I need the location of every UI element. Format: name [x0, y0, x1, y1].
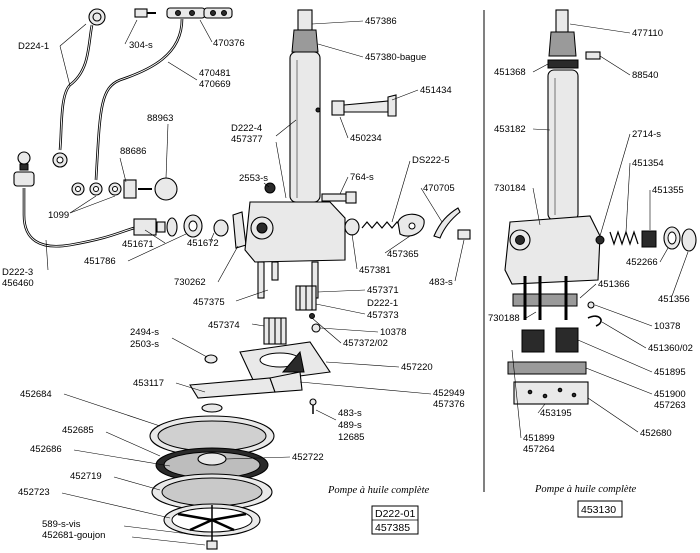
label-457377: 457377 [231, 134, 263, 145]
label-304-s: 304-s [129, 40, 153, 51]
label-457220: 457220 [401, 362, 433, 373]
label-ds222-5: DS222-5 [412, 155, 450, 166]
label-451354: 451354 [632, 158, 664, 169]
label-457375: 457375 [193, 297, 225, 308]
left-box-line-2: 457385 [375, 522, 410, 534]
left-labels: D224-1 304-s 470376 470481 470669 88963 … [2, 16, 465, 541]
label-451786: 451786 [84, 256, 116, 267]
left-pump-graphics [13, 7, 471, 550]
label-457263: 457263 [654, 400, 686, 411]
label-451355: 451355 [652, 185, 684, 196]
label-489-s: 489-s [338, 420, 362, 431]
left-leader-lines [45, 19, 465, 546]
label-451671: 451671 [122, 239, 154, 250]
label-451434: 451434 [420, 85, 452, 96]
label-2494-s: 2494-s [130, 327, 159, 338]
label-451895: 451895 [654, 367, 686, 378]
label-d222-1: D222-1 [367, 298, 398, 309]
label-2503-s: 2503-s [130, 339, 159, 350]
label-453182: 453182 [494, 124, 526, 135]
label-450234: 450234 [350, 133, 382, 144]
label-457376: 457376 [433, 399, 465, 410]
label-451356: 451356 [658, 294, 690, 305]
label-452723: 452723 [18, 487, 50, 498]
label-2553-s: 2553-s [239, 173, 268, 184]
label-451900: 451900 [654, 389, 686, 400]
label-457380-bague: 457380-bague [365, 52, 426, 63]
label-456460: 456460 [2, 278, 34, 289]
label-452684: 452684 [20, 389, 52, 400]
label-453117: 453117 [133, 378, 164, 389]
label-10378-right: 10378 [654, 321, 680, 332]
label-457371: 457371 [367, 285, 399, 296]
label-1099: 1099 [48, 210, 69, 221]
label-477110: 477110 [632, 28, 663, 39]
label-483-s-b: 483-s [338, 408, 362, 419]
label-452685: 452685 [62, 425, 94, 436]
left-box-line-1: D222-01 [375, 508, 415, 520]
right-reference-box: 453130 [577, 500, 623, 518]
label-730184: 730184 [494, 183, 526, 194]
label-470705: 470705 [423, 183, 455, 194]
label-470376: 470376 [213, 38, 245, 49]
label-457381: 457381 [359, 265, 391, 276]
label-483-s-a: 483-s [429, 277, 453, 288]
left-caption: Pompe à huile complète [327, 485, 430, 496]
label-457386: 457386 [365, 16, 397, 27]
label-452680: 452680 [640, 428, 672, 439]
right-box-line-1: 453130 [581, 504, 616, 516]
label-764-s: 764-s [350, 172, 374, 183]
label-d222-4: D222-4 [231, 123, 262, 134]
label-452686: 452686 [30, 444, 62, 455]
label-730188: 730188 [488, 313, 520, 324]
label-451672: 451672 [187, 238, 219, 249]
label-452266: 452266 [626, 257, 658, 268]
label-451368: 451368 [494, 67, 526, 78]
right-caption: Pompe à huile complète [534, 484, 637, 495]
label-451360-02: 451360/02 [648, 343, 693, 354]
label-457372-02: 457372/02 [343, 338, 388, 349]
label-457264: 457264 [523, 444, 555, 455]
label-589-s-vis: 589-s-vis [42, 519, 81, 530]
label-10378-left: 10378 [380, 327, 406, 338]
label-453195: 453195 [540, 408, 572, 419]
right-pump-graphics [504, 9, 697, 405]
label-2714-s: 2714-s [632, 129, 661, 140]
label-452722: 452722 [292, 452, 324, 463]
label-457374: 457374 [208, 320, 240, 331]
label-452681-goujon: 452681-goujon [42, 530, 105, 541]
label-88540: 88540 [632, 70, 658, 81]
label-d224-1: D224-1 [18, 41, 49, 52]
label-88686: 88686 [120, 146, 146, 157]
label-451366: 451366 [598, 279, 630, 290]
label-d222-3: D222-3 [2, 267, 33, 278]
label-470669: 470669 [199, 79, 231, 90]
label-88963: 88963 [147, 113, 173, 124]
right-labels: 477110 451368 88540 453182 2714-s 730184… [488, 28, 693, 455]
label-452949: 452949 [433, 388, 465, 399]
label-730262: 730262 [174, 277, 206, 288]
label-452719: 452719 [70, 471, 102, 482]
label-470481: 470481 [199, 68, 231, 79]
left-reference-box: D222-01 457385 [371, 505, 419, 535]
label-457365: 457365 [387, 249, 419, 260]
right-leader-lines [511, 23, 689, 439]
label-451899: 451899 [523, 433, 555, 444]
label-457373: 457373 [367, 310, 399, 321]
label-12685: 12685 [338, 432, 364, 443]
